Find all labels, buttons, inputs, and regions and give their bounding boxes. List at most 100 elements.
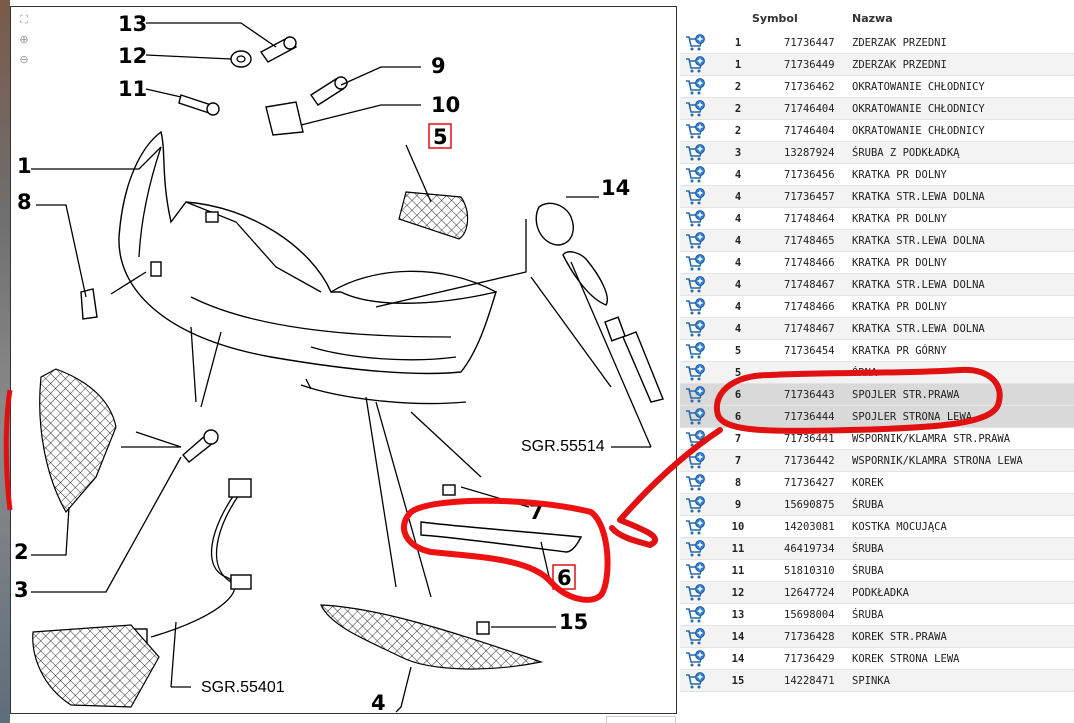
- exploded-view-drawing: 13 12 11 9 10 5 14 1 8 2 3 7 6 15 4 SGR.…: [14, 12, 664, 714]
- cart-add-icon[interactable]: [685, 364, 705, 382]
- cart-add-icon[interactable]: [685, 408, 705, 426]
- cart-add-icon[interactable]: [685, 452, 705, 470]
- cart-add-icon[interactable]: [685, 342, 705, 360]
- row-position: 1: [734, 59, 742, 71]
- cart-add-icon[interactable]: [685, 100, 705, 118]
- row-position: 13: [731, 609, 745, 621]
- row-name: ŚRUBA Z PODKŁADKĄ: [852, 147, 960, 159]
- cart-add-icon[interactable]: [685, 166, 705, 184]
- parts-list-header: Symbol Nazwa: [680, 6, 1074, 30]
- cart-add-icon[interactable]: [685, 34, 705, 52]
- row-position: 3: [734, 147, 742, 159]
- row-symbol: 71746404: [784, 125, 835, 137]
- cart-add-icon[interactable]: [685, 188, 705, 206]
- cart-add-icon[interactable]: [685, 232, 705, 250]
- callout-8: 8: [17, 190, 32, 214]
- row-symbol: 71736427: [784, 477, 835, 489]
- callout-4: 4: [371, 691, 386, 714]
- callout-14: 14: [601, 176, 630, 200]
- callout-12: 12: [118, 44, 147, 68]
- row-name: OKRATOWANIE CHŁODNICY: [852, 103, 985, 115]
- row-position: 4: [734, 169, 742, 181]
- zoom-in-icon[interactable]: ⊕: [19, 33, 29, 46]
- cart-add-icon[interactable]: [685, 210, 705, 228]
- cart-add-icon[interactable]: [685, 276, 705, 294]
- cart-add-icon[interactable]: [685, 584, 705, 602]
- row-symbol: 71736429: [784, 653, 835, 665]
- row-symbol: 14228471: [784, 675, 835, 687]
- upper-grille-drawing: [398, 191, 469, 240]
- cart-add-icon[interactable]: [685, 298, 705, 316]
- cart-add-icon[interactable]: [685, 562, 705, 580]
- row-position: 4: [734, 191, 742, 203]
- leader-lines: [31, 22, 652, 713]
- cart-add-icon[interactable]: [685, 320, 705, 338]
- scrollbar-stub[interactable]: [606, 716, 676, 723]
- callout-9: 9: [431, 54, 446, 78]
- cart-add-icon[interactable]: [685, 628, 705, 646]
- cart-add-icon[interactable]: [685, 606, 705, 624]
- cart-add-icon[interactable]: [685, 122, 705, 140]
- cart-add-icon[interactable]: [685, 650, 705, 668]
- zoom-out-icon[interactable]: ⊖: [19, 53, 29, 66]
- row-position: 4: [734, 279, 742, 291]
- cart-add-icon[interactable]: [685, 540, 705, 558]
- cart-add-icon[interactable]: [685, 430, 705, 448]
- row-name: WSPORNIK/KLAMRA STRONA LEWA: [852, 455, 1023, 467]
- row-symbol: 71736456: [784, 169, 835, 181]
- cart-add-icon[interactable]: [685, 144, 705, 162]
- row-position: 14: [731, 653, 745, 665]
- row-name: KRATKA STR.LEWA DOLNA: [852, 279, 985, 291]
- row-symbol: 15690875: [784, 499, 835, 511]
- callout-5-box: [428, 123, 452, 149]
- row-name: KRATKA PR DOLNY: [852, 301, 947, 313]
- cart-add-icon[interactable]: [685, 496, 705, 514]
- row-name: KOREK: [852, 477, 884, 489]
- row-name: SPOJLER STRONA LEWA: [852, 411, 973, 423]
- cart-add-icon[interactable]: [685, 518, 705, 536]
- cart-add-icon[interactable]: [685, 474, 705, 492]
- cart-add-icon[interactable]: [685, 56, 705, 74]
- fit-icon[interactable]: ⛶: [20, 13, 28, 26]
- row-symbol: 71748465: [784, 235, 835, 247]
- cart-add-icon[interactable]: [685, 254, 705, 272]
- row-position: 15: [731, 675, 745, 687]
- diagram-toolbar: ⛶ ⊕ ⊖: [16, 12, 34, 68]
- cart-add-icon[interactable]: [685, 672, 705, 690]
- cart-add-icon[interactable]: [685, 78, 705, 96]
- row-symbol: 71748467: [784, 323, 835, 335]
- row-symbol: 71736447: [784, 37, 835, 49]
- callout-5: 5: [433, 125, 448, 149]
- cart-add-icon[interactable]: [685, 386, 705, 404]
